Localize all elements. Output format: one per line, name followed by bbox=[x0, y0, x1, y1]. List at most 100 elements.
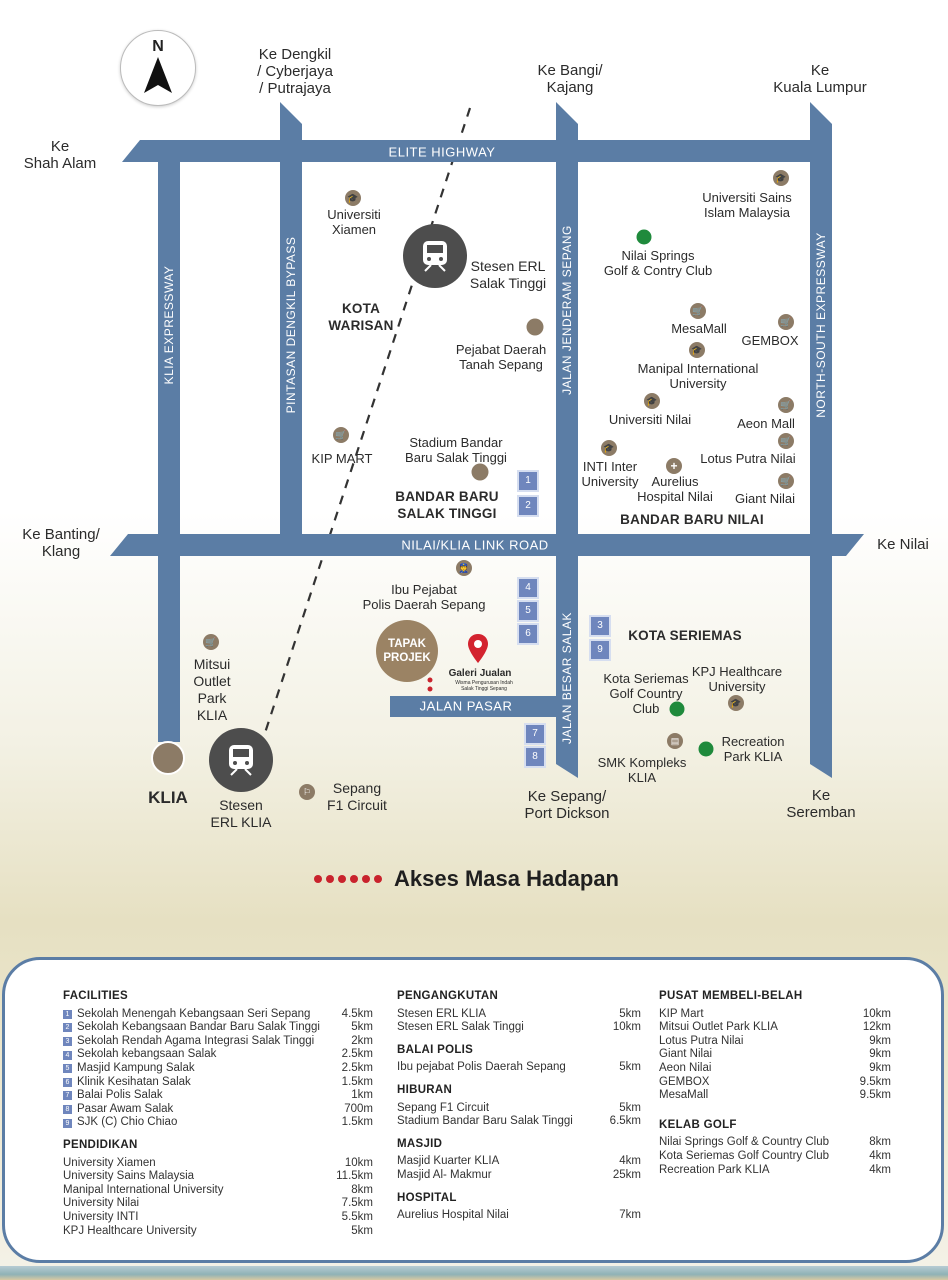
dest-nilai: Ke Nilai bbox=[877, 536, 929, 553]
item-name: Aeon Nilai bbox=[659, 1061, 712, 1074]
item-distance: 7.5km bbox=[341, 1197, 373, 1210]
golf-club-icon bbox=[636, 229, 652, 245]
item-name: Masjid Kampung Salak bbox=[77, 1061, 195, 1074]
university-icon: 🎓 bbox=[728, 695, 744, 711]
section-title: PENDIDIKAN bbox=[63, 1138, 138, 1151]
label-klia-expressway: KLIA EXPRESSWAY bbox=[162, 265, 176, 385]
item-index-badge: 9 bbox=[63, 1118, 72, 1128]
road-jenderam bbox=[556, 102, 578, 778]
section-title: PUSAT MEMBELI-BELAH bbox=[659, 990, 803, 1002]
label-inti: INTI Inter University bbox=[581, 459, 639, 489]
label-besar-salak: JALAN BESAR SALAK bbox=[560, 612, 574, 744]
hospital-cross-icon: + bbox=[666, 458, 682, 474]
label-stadium: Stadium Bandar Baru Salak Tinggi bbox=[405, 435, 507, 465]
shopping-cart-icon: 🛒 bbox=[203, 634, 219, 650]
item-distance: 700m bbox=[344, 1102, 373, 1115]
item-distance: 8km bbox=[351, 1183, 373, 1196]
label-erl-klia: Stesen ERL KLIA bbox=[210, 797, 272, 830]
label-elite-highway: ELITE HIGHWAY bbox=[388, 144, 496, 160]
dest-seremban: Ke Seremban bbox=[786, 787, 856, 821]
police-icon: 👮 bbox=[456, 560, 472, 576]
item-distance: 5km bbox=[619, 1101, 641, 1114]
item-name: Manipal International University bbox=[63, 1183, 224, 1196]
item-index-badge: 3 bbox=[63, 1037, 72, 1047]
government-office-icon bbox=[526, 318, 544, 336]
project-site-label: TAPAK PROJEK bbox=[383, 638, 431, 664]
district-bbst: BANDAR BARU SALAK TINGGI bbox=[395, 489, 499, 521]
item-name: University Sains Malaysia bbox=[63, 1170, 195, 1183]
label-manipal: Manipal International University bbox=[637, 361, 759, 391]
item-distance: 5km bbox=[619, 1007, 641, 1020]
item-distance: 10km bbox=[344, 1156, 373, 1169]
section-title: HOSPITAL bbox=[397, 1191, 457, 1204]
label-univ-nilai: Universiti Nilai bbox=[608, 412, 692, 427]
item-distance: 2km bbox=[351, 1034, 373, 1047]
label-xiamen: Universiti Xiamen bbox=[327, 207, 381, 237]
item-name: MesaMall bbox=[659, 1089, 709, 1102]
item-index-badge: 5 bbox=[63, 1064, 72, 1074]
item-index-badge: 1 bbox=[63, 1009, 72, 1019]
decorative-bottom-strip bbox=[0, 1266, 948, 1280]
section-title: MASJID bbox=[397, 1137, 443, 1150]
label-smk: SMK Kompleks KLIA bbox=[597, 755, 687, 785]
label-link-road: NILAI/KLIA LINK ROAD bbox=[401, 537, 549, 553]
item-distance: 25km bbox=[612, 1168, 641, 1181]
label-giant: Giant Nilai bbox=[735, 491, 795, 506]
label-nse: NORTH-SOUTH EXPRESSWAY bbox=[814, 232, 828, 418]
item-name: Kota Seriemas Golf Country Club bbox=[659, 1149, 830, 1162]
item-index-badge: 4 bbox=[63, 1050, 72, 1060]
item-name: Sekolah kebangsaan Salak bbox=[77, 1048, 217, 1061]
klia-dot bbox=[151, 741, 185, 775]
item-name: Giant Nilai bbox=[659, 1048, 713, 1061]
item-distance: 4km bbox=[869, 1149, 891, 1162]
school-icon: ▤ bbox=[667, 733, 683, 749]
university-icon: 🎓 bbox=[689, 342, 705, 358]
item-distance: 5km bbox=[619, 1061, 641, 1074]
facility-badge: 6 bbox=[517, 623, 539, 645]
item-index-badge: 2 bbox=[63, 1023, 72, 1033]
item-distance: 5.5km bbox=[341, 1210, 373, 1223]
item-name: GEMBOX bbox=[659, 1075, 710, 1088]
dest-sepang: Ke Sepang/ Port Dickson bbox=[524, 788, 610, 822]
item-name: Masjid Kuarter KLIA bbox=[397, 1155, 500, 1168]
facility-badge: 4 bbox=[517, 577, 539, 599]
compass: N bbox=[120, 30, 196, 106]
item-distance: 5km bbox=[351, 1021, 373, 1034]
section-title: KELAB GOLF bbox=[659, 1118, 737, 1131]
compass-letter: N bbox=[152, 38, 164, 55]
item-name: Nilai Springs Golf & Country Club bbox=[659, 1136, 830, 1149]
label-seriemas-golf: Kota Seriemas Golf Country Club bbox=[603, 671, 689, 716]
road-network bbox=[110, 102, 864, 778]
item-name: Pasar Awam Salak bbox=[77, 1102, 174, 1115]
item-distance: 4.5km bbox=[341, 1007, 373, 1020]
north-arrow-icon bbox=[144, 57, 172, 93]
shopping-cart-icon: 🛒 bbox=[778, 397, 794, 413]
label-aurelius: Aurelius Hospital Nilai bbox=[637, 474, 713, 504]
university-icon: 🎓 bbox=[345, 190, 361, 206]
label-jalan-pasar: JALAN PASAR bbox=[419, 698, 513, 714]
label-lotus: Lotus Putra Nilai bbox=[700, 451, 796, 466]
